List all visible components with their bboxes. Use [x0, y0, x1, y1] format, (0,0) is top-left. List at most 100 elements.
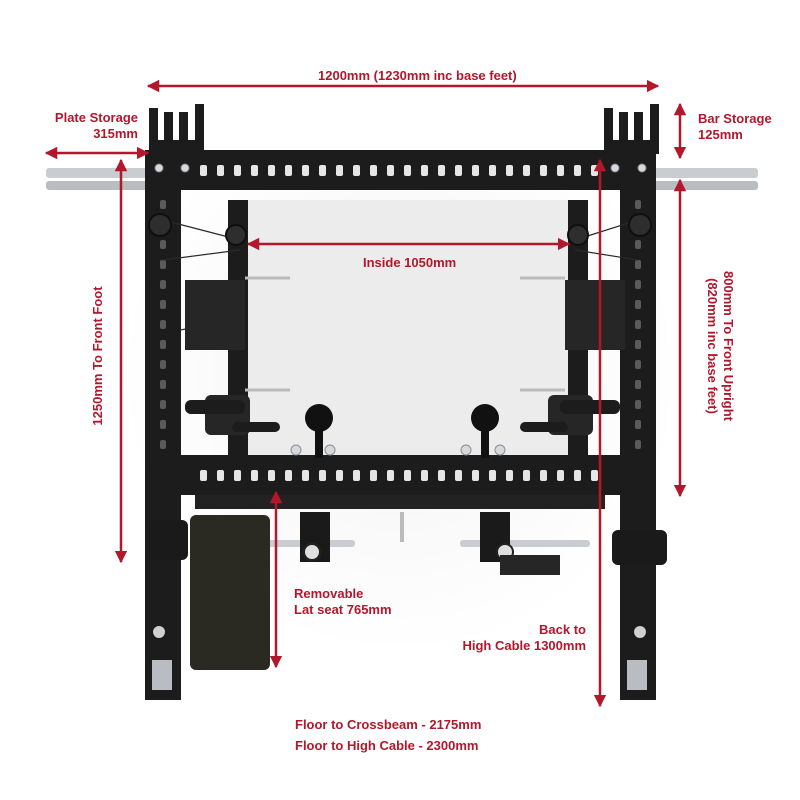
- upright-hole: [635, 420, 641, 429]
- upright-hole: [635, 380, 641, 389]
- beam-hole: [217, 165, 224, 176]
- beam-hole: [472, 470, 479, 481]
- bar-storage-sleeves: [46, 168, 758, 190]
- beam-hole: [421, 165, 428, 176]
- width-label: 1200mm (1230mm inc base feet): [318, 68, 517, 83]
- high-cable-line1: Back to: [539, 622, 586, 637]
- upright-hole: [635, 340, 641, 349]
- beam-hole: [523, 470, 530, 481]
- beam-hole: [506, 470, 513, 481]
- beam-hole: [506, 165, 513, 176]
- beam-hole: [438, 470, 445, 481]
- beam-hole: [319, 470, 326, 481]
- floor-measurements: Floor to Crossbeam - 2175mm Floor to Hig…: [295, 714, 481, 756]
- upright-hole: [635, 320, 641, 329]
- inside-label: Inside 1050mm: [363, 255, 457, 270]
- beam-hole: [302, 470, 309, 481]
- dimension-arrows: [44, 79, 687, 708]
- beam-hole: [574, 165, 581, 176]
- beam-hole: [421, 470, 428, 481]
- beam-hole: [455, 165, 462, 176]
- front-upright-line2: (820mm inc base feet): [705, 278, 720, 414]
- upright-hole: [635, 300, 641, 309]
- low-cable-assembly: [195, 495, 605, 575]
- top-crossbeam: [145, 150, 656, 190]
- plate-storage-horn-right: [604, 104, 659, 154]
- beam-hole: [472, 165, 479, 176]
- upright-hole: [160, 340, 166, 349]
- upright-hole: [635, 240, 641, 249]
- upright-hole: [635, 200, 641, 209]
- beam-hole: [353, 470, 360, 481]
- beam-hole: [574, 470, 581, 481]
- beam-hole: [489, 165, 496, 176]
- upright-hole: [635, 360, 641, 369]
- upright-hole: [160, 380, 166, 389]
- front-upright-label: 800mm To Front Upright (820mm inc base f…: [704, 261, 736, 431]
- beam-hole: [251, 470, 258, 481]
- beam-hole: [302, 165, 309, 176]
- beam-hole: [557, 165, 564, 176]
- upright-hole: [160, 440, 166, 449]
- upright-hole: [160, 280, 166, 289]
- beam-hole: [251, 165, 258, 176]
- plate-storage-value: 315mm: [93, 126, 138, 141]
- upright-holes: [160, 200, 641, 449]
- beam-hole: [540, 165, 547, 176]
- floor-to-high-cable: Floor to High Cable - 2300mm: [295, 738, 479, 753]
- beam-hole: [438, 165, 445, 176]
- beam-hole: [387, 470, 394, 481]
- beam-hole: [234, 470, 241, 481]
- upright-hole: [160, 200, 166, 209]
- beam-hole: [387, 165, 394, 176]
- upright-hole: [160, 420, 166, 429]
- beam-hole: [336, 470, 343, 481]
- upright-hole: [160, 320, 166, 329]
- beam-hole: [268, 165, 275, 176]
- beam-hole: [591, 470, 598, 481]
- lat-seat-label: Removable Lat seat 765mm: [294, 586, 392, 618]
- upright-hole: [635, 280, 641, 289]
- plate-pegs: [245, 276, 565, 392]
- inner-back-wall: [248, 200, 568, 470]
- plate-storage-label: Plate Storage 315mm: [30, 110, 138, 142]
- front-crossbeam: [145, 455, 656, 495]
- beam-hole: [285, 470, 292, 481]
- beam-hole: [557, 470, 564, 481]
- base-feet: [150, 600, 651, 700]
- crossbeam-bolts: [154, 163, 647, 456]
- upright-hole: [635, 400, 641, 409]
- beam-hole: [591, 165, 598, 176]
- beam-hole: [489, 470, 496, 481]
- lat-seat-line1: Removable: [294, 586, 364, 601]
- beam-hole: [200, 165, 207, 176]
- beam-hole: [217, 470, 224, 481]
- bar-storage-value: 125mm: [698, 127, 743, 142]
- high-cable-label: Back to High Cable 1300mm: [440, 622, 586, 654]
- beam-hole: [523, 165, 530, 176]
- upright-hole: [160, 260, 166, 269]
- lat-seat: [150, 515, 667, 670]
- lat-seat-line2: Lat seat 765mm: [294, 602, 392, 617]
- beam-hole: [336, 165, 343, 176]
- beam-hole: [370, 165, 377, 176]
- beam-hole: [404, 470, 411, 481]
- floor-to-crossbeam: Floor to Crossbeam - 2175mm: [295, 717, 482, 732]
- upright-hole: [160, 240, 166, 249]
- upright-hole: [160, 300, 166, 309]
- upright-hole: [635, 260, 641, 269]
- beam-hole: [455, 470, 462, 481]
- upright-hole: [160, 400, 166, 409]
- beam-hole: [404, 165, 411, 176]
- beam-hole: [268, 470, 275, 481]
- beam-hole: [234, 165, 241, 176]
- beam-hole: [319, 165, 326, 176]
- bar-storage-label: Bar Storage 125mm: [698, 111, 772, 143]
- upright-hole: [635, 440, 641, 449]
- bar-storage-title: Bar Storage: [698, 111, 772, 126]
- pulleys: [148, 213, 652, 246]
- beam-hole: [200, 470, 207, 481]
- upright-hole: [160, 360, 166, 369]
- beam-hole: [285, 165, 292, 176]
